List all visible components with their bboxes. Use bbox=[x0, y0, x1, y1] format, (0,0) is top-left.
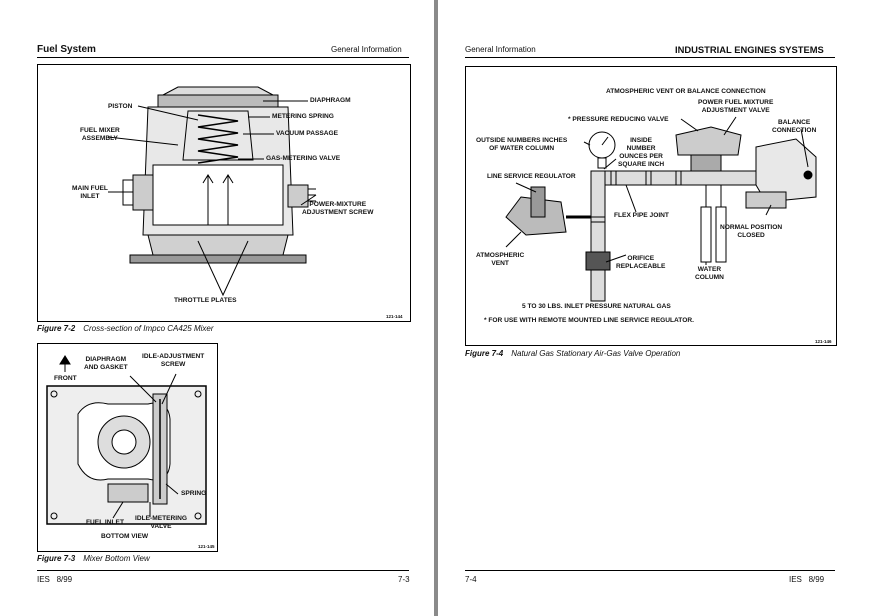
figure-code: 121-146 bbox=[815, 339, 832, 344]
page-number: 7-4 bbox=[465, 575, 477, 584]
figure-7-3-caption: Figure 7-3 Mixer Bottom View bbox=[37, 554, 150, 563]
orifice-replaceable-label: ORIFICE REPLACEABLE bbox=[616, 255, 666, 270]
flex-pipe-joint-label: FLEX PIPE JOINT bbox=[614, 212, 669, 219]
fuel-mixer-assembly-label: FUEL MIXER ASSEMBLY bbox=[80, 127, 120, 142]
metering-spring-label: METERING SPRING bbox=[272, 113, 334, 120]
power-fuel-mixture-label: POWER FUEL MIXTURE ADJUSTMENT VALVE bbox=[698, 99, 774, 114]
power-mixture-screw-label: POWER-MIXTURE ADJUSTMENT SCREW bbox=[302, 201, 374, 216]
page-number: 7-3 bbox=[398, 575, 410, 584]
figure-7-4-caption: Figure 7-4 Natural Gas Stationary Air-Gas… bbox=[465, 349, 680, 358]
inlet-pressure-label: 5 TO 30 LBS. INLET PRESSURE NATURAL GAS bbox=[522, 303, 671, 310]
idle-metering-valve-label: IDLE-METERING VALVE bbox=[135, 515, 188, 530]
diaphragm-label: DIAPHRAGM bbox=[310, 97, 351, 104]
caption-number: Figure 7-4 bbox=[465, 349, 504, 358]
gas-metering-valve-label: GAS-METERING VALVE bbox=[266, 155, 341, 162]
fuel-inlet-label: FUEL INLET bbox=[86, 519, 124, 526]
caption-text: Mixer Bottom View bbox=[83, 554, 150, 563]
figure-7-2: PISTON FUEL MIXER ASSEMBLY MAIN FUEL INL… bbox=[37, 64, 411, 322]
atmospheric-vent-balance-label: ATMOSPHERIC VENT OR BALANCE CONNECTION bbox=[606, 88, 766, 95]
right-page: General Information INDUSTRIAL ENGINES S… bbox=[438, 0, 873, 616]
caption-number: Figure 7-2 bbox=[37, 324, 76, 333]
throttle-plates-label: THROTTLE PLATES bbox=[174, 297, 237, 304]
outside-numbers-label: OUTSIDE NUMBERS INCHES OF WATER COLUMN bbox=[476, 137, 568, 152]
figure-7-3: FRONT DIAPHRAGM AND GASKET IDLE-ADJUSTME… bbox=[37, 343, 218, 552]
line-service-regulator-label: LINE SERVICE REGULATOR bbox=[487, 173, 576, 180]
figure-code: 121-144 bbox=[386, 314, 403, 319]
balance-connection-label: BALANCE CONNECTION bbox=[772, 119, 817, 134]
section-title: Fuel System bbox=[37, 44, 96, 55]
mixer-bottom-view-drawing bbox=[46, 355, 207, 525]
piston-label: PISTON bbox=[108, 103, 133, 110]
diaphragm-gasket-label: DIAPHRAGM AND GASKET bbox=[84, 356, 128, 371]
inside-number-label: INSIDE NUMBER OUNCES PER SQUARE INCH bbox=[618, 137, 665, 168]
caption-text: Cross-section of Impco CA425 Mixer bbox=[83, 324, 214, 333]
footer-rule bbox=[465, 570, 835, 571]
footer-doc: IES 8/99 bbox=[37, 575, 73, 584]
water-column-label: WATER COLUMN bbox=[695, 266, 724, 281]
bottom-view-label: BOTTOM VIEW bbox=[101, 533, 149, 540]
header-topic: General Information bbox=[331, 45, 402, 54]
remote-note-label: * FOR USE WITH REMOTE MOUNTED LINE SERVI… bbox=[484, 317, 694, 324]
spring-label: SPRING bbox=[181, 490, 207, 497]
header-rule bbox=[465, 57, 835, 58]
air-gas-valve-drawing bbox=[505, 116, 817, 302]
pressure-reducing-valve-label: * PRESSURE REDUCING VALVE bbox=[568, 116, 669, 123]
header-title: INDUSTRIAL ENGINES SYSTEMS bbox=[675, 44, 824, 55]
left-page: Fuel System General Information bbox=[0, 0, 434, 616]
vacuum-passage-label: VACUUM PASSAGE bbox=[276, 130, 339, 137]
figure-7-4: ATMOSPHERIC VENT OR BALANCE CONNECTION P… bbox=[465, 66, 837, 346]
header-rule bbox=[37, 57, 409, 58]
footer-rule bbox=[37, 570, 409, 571]
header-topic: General Information bbox=[465, 45, 536, 54]
atmospheric-vent-label: ATMOSPHERIC VENT bbox=[476, 252, 525, 267]
figure-code: 121-145 bbox=[198, 544, 215, 549]
normal-position-closed-label: NORMAL POSITION CLOSED bbox=[720, 224, 783, 239]
main-fuel-inlet-label: MAIN FUEL INLET bbox=[72, 185, 108, 200]
figure-7-2-caption: Figure 7-2 Cross-section of Impco CA425 M… bbox=[37, 324, 214, 333]
footer-doc: IES 8/99 bbox=[789, 575, 825, 584]
front-label: FRONT bbox=[54, 375, 77, 382]
idle-adjustment-screw-label: IDLE-ADJUSTMENT SCREW bbox=[142, 353, 205, 368]
caption-text: Natural Gas Stationary Air-Gas Valve Ope… bbox=[511, 349, 681, 358]
caption-number: Figure 7-3 bbox=[37, 554, 76, 563]
mixer-cross-section-drawing bbox=[107, 86, 317, 297]
